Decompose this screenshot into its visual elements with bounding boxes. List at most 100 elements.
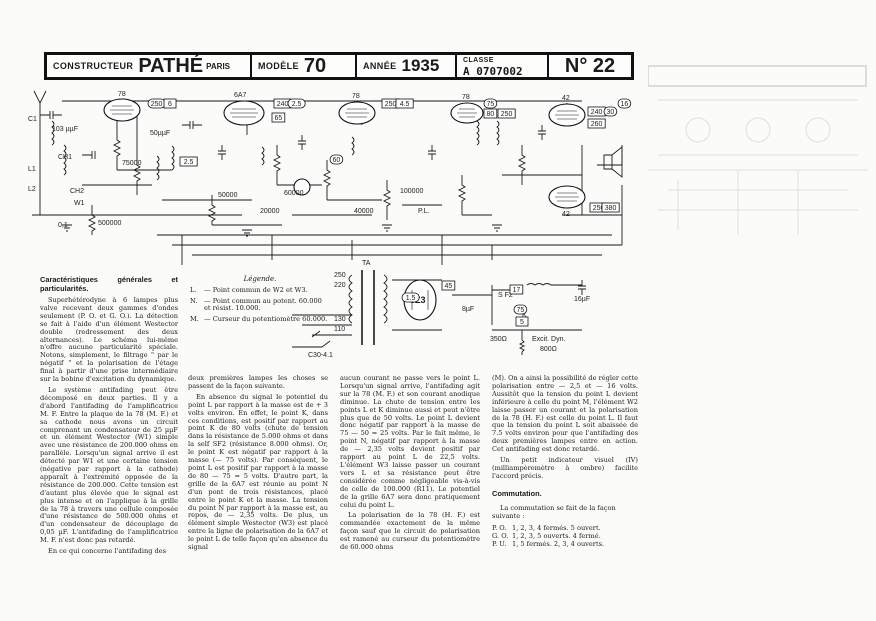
voltage-badge-text: 5 [520,319,524,326]
modele-cell: MODÈLE 70 [252,55,357,77]
lbl-pl: P.L. [418,208,430,215]
voltage-badge-text: 16 [621,101,629,108]
paragraph: Superhétérodyne à 6 lampes plus valve re… [40,296,178,384]
voltage-badge-box [329,154,344,165]
brand-sub: PARIS [206,61,230,71]
voltage-badge-box [497,108,516,119]
voltage-badge-text: 260 [591,121,603,128]
paragraph: Un petit indicateur visuel (IV) (milliam… [492,456,638,480]
paragraph: En absence du signal le potentiel du poi… [188,392,328,552]
section-title-caracteristiques: Caractéristiques générales et particular… [40,275,178,293]
paragraph: aucun courant ne passe vers le point L. … [340,374,480,509]
voltage-badge-box [401,292,420,303]
lbl-r100000: 100000 [400,188,423,195]
speaker-symbol [603,146,623,178]
antenna-symbol [33,90,47,125]
tube-label-1: 78 [118,91,126,98]
text-column-2: deux premières lampes les choses se pass… [188,374,328,555]
annee-value: 1935 [401,56,440,75]
commutation-row: P. U.1, 5 fermés. 2, 3, 4 ouverts. [492,540,605,548]
lbl-c1: C1 [28,116,37,123]
lbl-r40000: 40000 [354,208,374,215]
numero-cell: N° 22 [549,55,631,77]
text-column-1: Caractéristiques générales et particular… [40,275,178,559]
lbl-sf2: S F2 [498,292,513,299]
voltage-badge-text: 60 [333,157,341,164]
voltage-badge-box [395,98,414,109]
commutation-section: Commutation. La commutation se fait de l… [492,489,642,549]
voltage-badge-box [587,118,606,129]
voltage-badge-text: 45 [445,283,453,290]
voltage-badge-box [617,98,632,109]
lbl-c3041: C30-4.1 [308,352,333,359]
paragraph: Le système antifading peut être décompos… [40,385,178,545]
voltage-badge-text: 250 [593,205,605,212]
voltage-badge-text: 240 [591,109,603,116]
voltage-badge-box [441,280,456,291]
lbl-v130: 130 [334,316,346,323]
voltage-badge-text: 6 [168,101,172,108]
annee-label: ANNÉE [363,61,397,71]
lbl-w1: W1 [74,200,85,207]
commutation-row: G. O.1, 2, 3, 5 ouverts. 4 fermé. [492,532,601,540]
voltage-badge-text: 75 [487,101,495,108]
paragraph: deux premières lampes les choses se pass… [188,374,328,390]
section-title-commutation: Commutation. [492,489,542,498]
classe-value: A 0707002 [463,65,523,78]
lbl-r75000: 75000 [122,160,142,167]
text-column-3: aucun courant ne passe vers le point L. … [340,374,480,555]
lbl-pf50: 50µµF [150,130,170,137]
voltage-badge-box [271,112,286,123]
modele-value: 70 [303,54,327,77]
voltage-badge-box [483,98,498,109]
lbl-ohm800: 800Ω [540,346,557,353]
voltage-badge-text: 1.5 [406,295,416,302]
paragraph: (M). On a ainsi la possibilité de régler… [492,374,638,454]
tube-label-4: 78 [462,94,470,101]
constructeur-label: CONSTRUCTEUR [53,61,134,71]
tube-label-3: 78 [352,93,360,100]
voltage-badge-text: 2.5 [292,101,302,108]
tube-label-5: 42 [562,95,570,102]
voltage-badge-box [513,304,528,315]
voltage-badge-text: 80 [487,111,495,118]
lbl-uf16: 16µF [574,296,590,303]
voltage-badge-box [601,202,620,213]
numero-value: N° 22 [564,54,616,77]
lbl-r50000: 50000 [218,192,238,199]
lbl-v250: 250 [334,272,346,279]
lbl-v110: 110 [334,326,345,333]
voltage-badge-box [179,156,198,167]
voltage-badge-box [603,106,618,117]
voltage-badge-text: 250 [151,101,163,108]
voltage-badge-box [515,316,529,327]
circuit-schematic: 78 6A7 78 78 42 42 5Z3 C1 103 µµF CH1 L1… [28,90,632,359]
voltage-badge-text: 30 [607,109,615,116]
lbl-pf103: 103 µµF [52,126,78,133]
lbl-v220: 220 [334,282,346,289]
brand-name: PATHÉ [138,54,204,77]
header-strip: CONSTRUCTEUR PATHÉ PARIS MODÈLE 70 ANNÉE… [44,52,634,80]
legend-title: Légende. [243,275,277,283]
tube-label-6: 42 [562,211,570,218]
classe-cell: CLASSE A 0707002 [457,55,549,77]
legend-item: N.— Point commun au potent. 60.000 et ré… [190,296,322,313]
lbl-l2: L2 [28,186,36,193]
lbl-k: K [522,312,527,319]
voltage-badge-box [163,98,177,109]
voltage-badge-box [509,284,524,295]
voltage-badge-text: 240 [277,101,289,108]
voltage-badge-text: 250 [385,101,397,108]
lbl-r350: 350Ω [490,336,507,343]
voltage-badge-text: 250 [501,111,513,118]
voltage-badge-box [483,108,498,119]
voltage-badge-text: 2.5 [184,159,194,166]
legend-item: L.— Point commun de W2 et W3. [190,285,308,294]
modele-label: MODÈLE [258,61,299,71]
voltage-badge-text: 75 [517,307,525,314]
paragraph: La polarisation de la 78 (H. F.) est com… [340,511,480,552]
annee-cell: ANNÉE 1935 [357,55,457,77]
voltage-badge-text: 17 [513,287,521,294]
lbl-ta: TA [362,260,371,267]
lbl-l1: L1 [28,166,36,173]
